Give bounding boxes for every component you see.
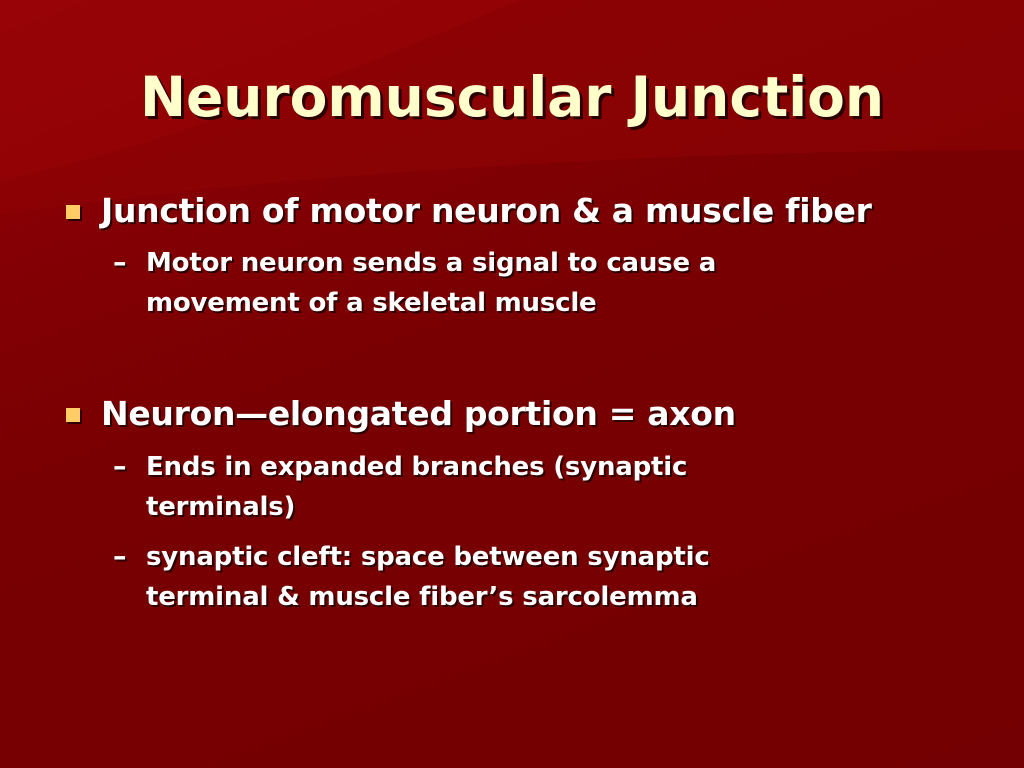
bullet-text: Neuron—elongated portion = axon bbox=[101, 394, 736, 433]
sub-bullet-item-2-2: – synaptic cleft: space between synaptic… bbox=[113, 537, 973, 617]
sub-bullet-line: terminal & muscle fiber’s sarcolemma bbox=[146, 582, 698, 612]
sub-bullet-text: Ends in expanded branches (synaptic term… bbox=[146, 447, 687, 527]
sub-bullet-line: movement of a skeletal muscle bbox=[146, 288, 597, 318]
bullet-text: Junction of motor neuron & a muscle fibe… bbox=[101, 191, 872, 230]
sub-bullet-line: Ends in expanded branches (synaptic bbox=[146, 452, 688, 482]
sub-bullet-item-2-1: – Ends in expanded branches (synaptic te… bbox=[113, 447, 973, 527]
dash-bullet-icon: – bbox=[113, 541, 127, 572]
sub-bullet-item-1-1: – Motor neuron sends a signal to cause a… bbox=[113, 243, 973, 323]
bullet-item-1: Junction of motor neuron & a muscle fibe… bbox=[66, 190, 986, 232]
sub-bullet-text: synaptic cleft: space between synaptic t… bbox=[146, 537, 710, 617]
sub-bullet-text: Motor neuron sends a signal to cause a m… bbox=[146, 243, 716, 323]
dash-bullet-icon: – bbox=[113, 247, 127, 278]
sub-bullet-line: synaptic cleft: space between synaptic bbox=[146, 542, 710, 572]
slide-title: Neuromuscular Junction bbox=[139, 65, 885, 129]
square-bullet-icon bbox=[66, 408, 80, 422]
square-bullet-icon bbox=[66, 205, 80, 219]
dash-bullet-icon: – bbox=[113, 451, 127, 482]
sub-bullet-line: Motor neuron sends a signal to cause a bbox=[146, 248, 717, 278]
bullet-item-2: Neuron—elongated portion = axon bbox=[66, 393, 986, 435]
sub-bullet-line: terminals) bbox=[146, 492, 296, 522]
